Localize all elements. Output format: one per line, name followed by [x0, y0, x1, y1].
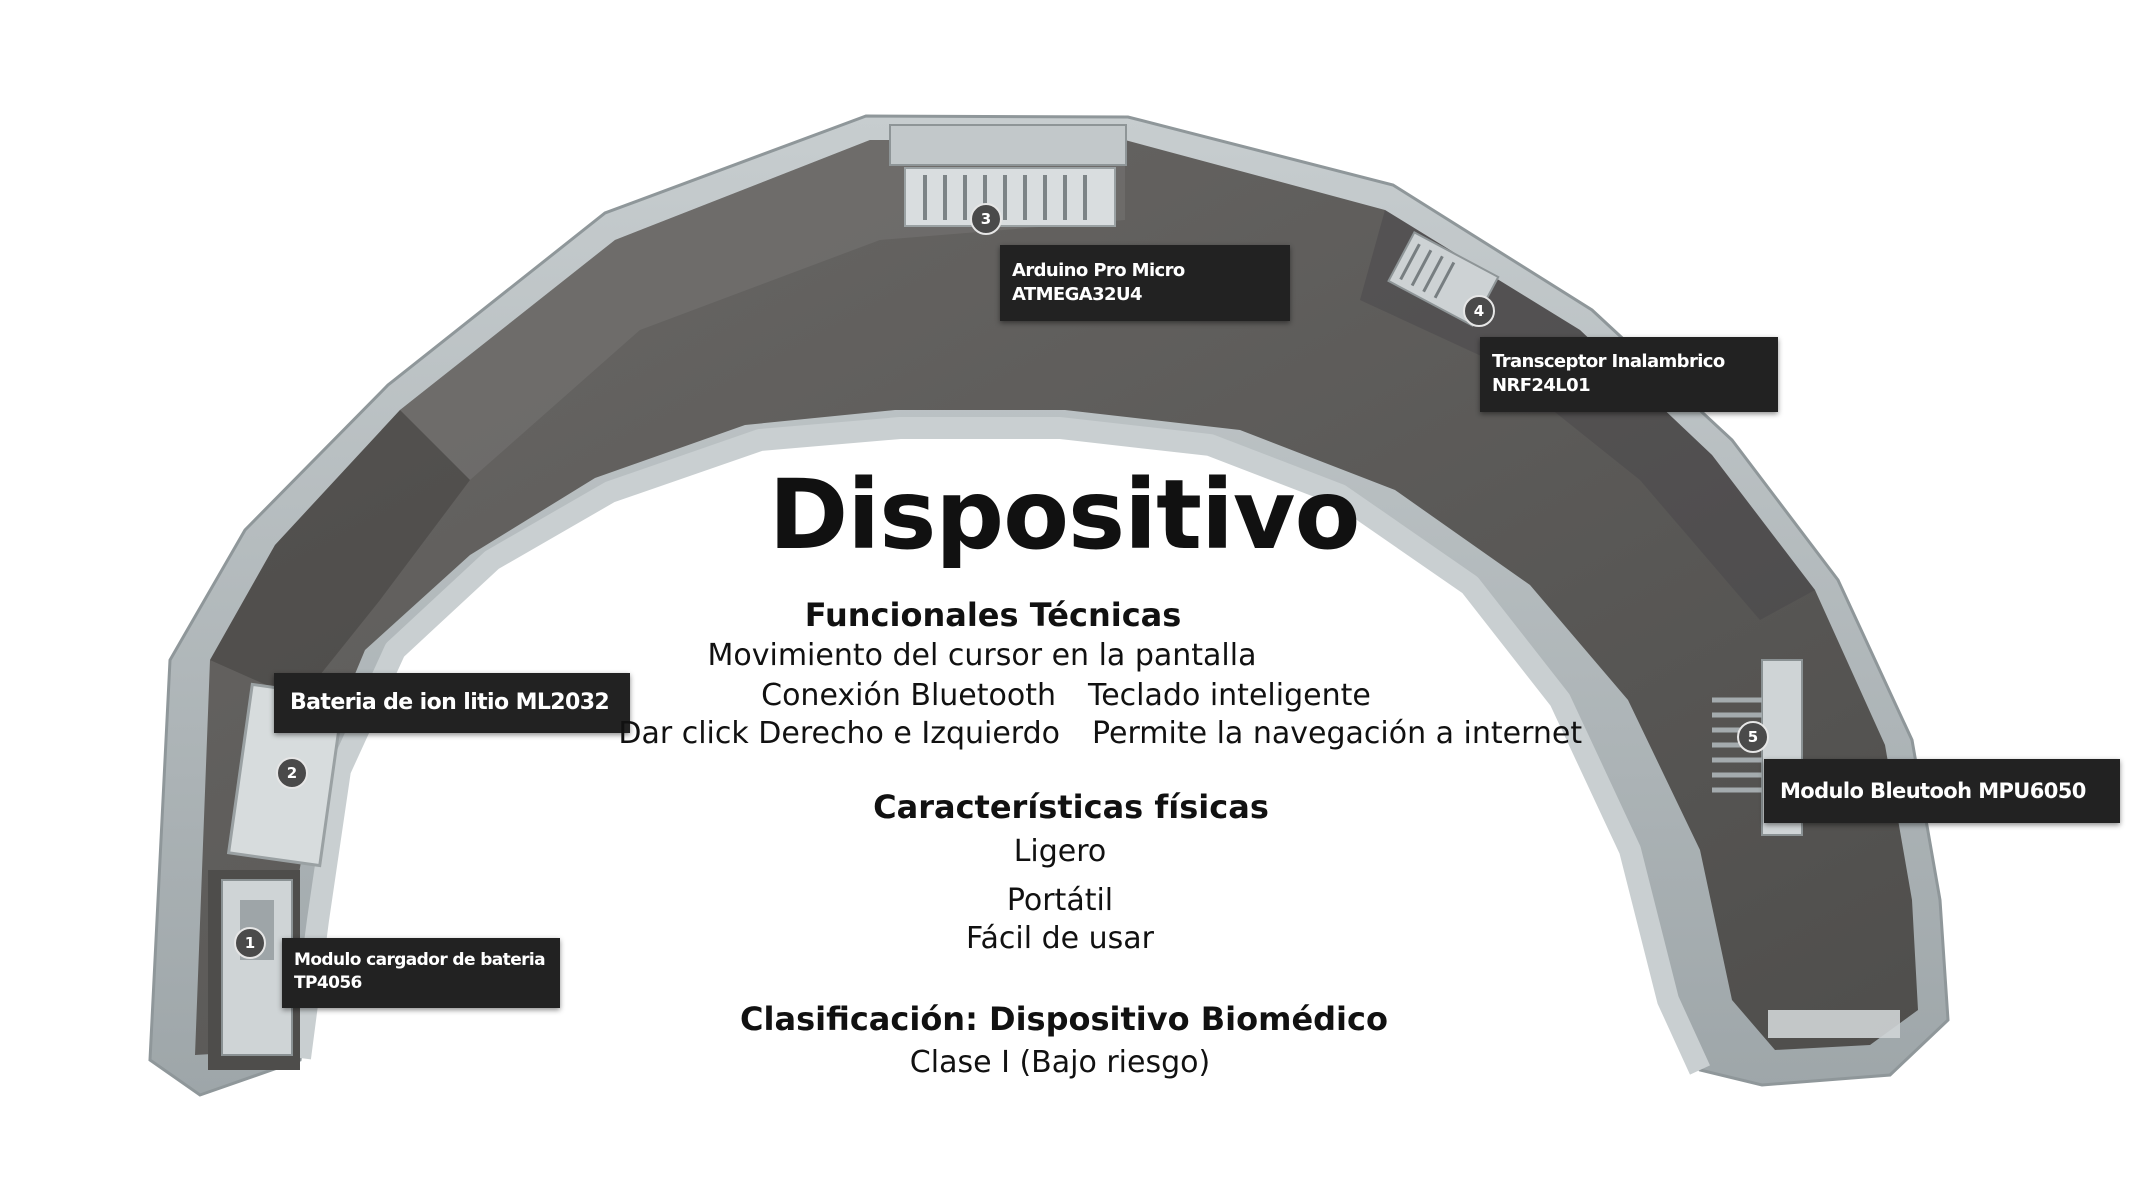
component-label-2: Bateria de ion litio ML2032: [274, 673, 630, 733]
component-label-2-name: Bateria de ion litio ML2032: [290, 690, 610, 715]
component-label-1-model: TP4056: [294, 973, 362, 993]
fisicas-item-ligero: Ligero: [1013, 834, 1107, 869]
component-label-1-name: Modulo cargador de bateria: [294, 950, 546, 970]
funcionales-item-bluetooth: Conexión Bluetooth: [761, 678, 1056, 713]
marker-1[interactable]: 1: [234, 927, 266, 959]
fisicas-item-portatil: Portátil: [1006, 883, 1114, 918]
marker-5[interactable]: 5: [1737, 721, 1769, 753]
funcionales-item-cursor: Movimiento del cursor en la pantalla: [707, 638, 1257, 673]
component-label-1: Modulo cargador de bateria TP4056: [282, 938, 560, 1008]
marker-2[interactable]: 2: [276, 757, 308, 789]
marker-3[interactable]: 3: [970, 203, 1002, 235]
funcionales-item-click: Dar click Derecho e Izquierdo: [618, 716, 1060, 751]
funcionales-item-teclado: Teclado inteligente: [1088, 678, 1371, 713]
fisicas-item-facil: Fácil de usar: [966, 921, 1154, 956]
funcionales-item-navegacion: Permite la navegación a internet: [1092, 716, 1583, 751]
funcionales-heading: Funcionales Técnicas: [804, 596, 1182, 634]
clasificacion-value: Clase I (Bajo riesgo): [909, 1045, 1211, 1080]
fisicas-heading: Características físicas: [873, 788, 1269, 826]
component-label-3-model: ATMEGA32U4: [1012, 284, 1143, 305]
component-label-4-name: Transceptor Inalambrico: [1492, 351, 1725, 372]
component-label-3-name: Arduino Pro Micro: [1012, 260, 1185, 281]
component-label-5-name: Modulo Bleutooh MPU6050: [1780, 779, 2086, 803]
component-label-4-model: NRF24L01: [1492, 375, 1591, 396]
marker-4[interactable]: 4: [1463, 295, 1495, 327]
clasificacion-heading: Clasificación: Dispositivo Biomédico: [740, 1000, 1388, 1038]
page-title: Dispositivo: [768, 459, 1361, 571]
component-label-5: Modulo Bleutooh MPU6050: [1764, 759, 2120, 823]
component-label-4: Transceptor Inalambrico NRF24L01: [1480, 337, 1778, 412]
component-label-3: Arduino Pro Micro ATMEGA32U4: [1000, 245, 1290, 321]
